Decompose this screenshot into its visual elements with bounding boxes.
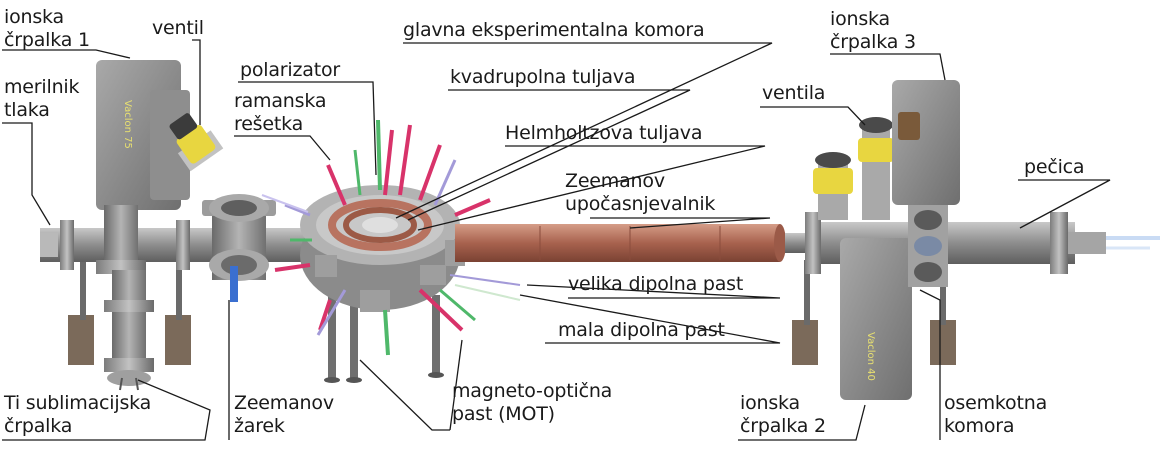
label-zeemanov-zarek-line1: Zeemanov bbox=[234, 392, 334, 415]
label-ionska-crpalka-1-line1: ionska bbox=[4, 6, 90, 29]
label-ionska-crpalka-3: ionska črpalka 3 bbox=[830, 8, 916, 54]
label-ionska-crpalka-3-line1: ionska bbox=[830, 8, 916, 31]
label-osemkotna-komora: osemkotna komora bbox=[944, 392, 1047, 438]
oven-flange bbox=[1050, 212, 1068, 274]
label-ventila: ventila bbox=[762, 82, 825, 105]
label-ionska-crpalka-1-line2: črpalka 1 bbox=[4, 29, 90, 52]
label-merilnik-tlaka-line2: tlaka bbox=[4, 99, 79, 122]
label-ionska-crpalka-2-line2: črpalka 2 bbox=[740, 415, 826, 438]
label-ramanska-resetka-line1: ramanska bbox=[234, 90, 326, 113]
label-zeeman-slower: Zeemanov upočasnjevalnik bbox=[565, 170, 715, 216]
left-leg-1 bbox=[68, 315, 94, 365]
label-ti-sublimacijska-line2: črpalka bbox=[4, 415, 151, 438]
right-valve-2 bbox=[858, 117, 894, 220]
pump-2-brand: Vaclon 40 bbox=[865, 332, 876, 381]
zeeman-slower-tube bbox=[455, 224, 780, 262]
label-zeeman-slower-line1: Zeemanov bbox=[565, 170, 715, 193]
label-mot-line2: past (MOT) bbox=[452, 403, 612, 426]
label-mot-line1: magneto-optična bbox=[452, 380, 612, 403]
left-main-pipe bbox=[40, 228, 310, 262]
label-ti-sublimacijska-line1: Ti sublimacijska bbox=[4, 392, 151, 415]
oven bbox=[1068, 232, 1106, 254]
label-mot: magneto-optična past (MOT) bbox=[452, 380, 612, 426]
label-ionska-crpalka-1: ionska črpalka 1 bbox=[4, 6, 90, 52]
zeeman-slower bbox=[455, 224, 805, 262]
right-valve-1 bbox=[813, 152, 853, 220]
label-osemkotna-komora-line1: osemkotna bbox=[944, 392, 1047, 415]
label-ti-sublimacijska: Ti sublimacijska črpalka bbox=[4, 392, 151, 438]
label-velika-dipolna-past: velika dipolna past bbox=[568, 273, 743, 296]
label-ramanska-resetka: ramanska rešetka bbox=[234, 90, 326, 136]
label-zeemanov-zarek-line2: žarek bbox=[234, 415, 334, 438]
label-glavna-komora: glavna eksperimentalna komora bbox=[403, 19, 704, 42]
label-ventil: ventil bbox=[152, 17, 204, 40]
label-ramanska-resetka-line2: rešetka bbox=[234, 113, 326, 136]
right-section: Vaclon 40 bbox=[792, 80, 1160, 400]
label-kvadrupolna-tuljava: kvadrupolna tuljava bbox=[450, 66, 635, 89]
label-zeeman-slower-line2: upočasnjevalnik bbox=[565, 193, 715, 216]
label-mala-dipolna-past: mala dipolna past bbox=[558, 319, 725, 342]
ion-pump-3-body bbox=[892, 80, 960, 205]
label-helmholtzova-tuljava: Helmholtzova tuljava bbox=[505, 122, 702, 145]
left-leg-2 bbox=[165, 315, 191, 365]
label-merilnik-tlaka-line1: merilnik bbox=[4, 76, 79, 99]
ti-sublimation-pump bbox=[112, 270, 146, 370]
label-zeemanov-zarek: Zeemanov žarek bbox=[234, 392, 334, 438]
pressure-gauge-body bbox=[40, 233, 58, 257]
label-osemkotna-komora-line2: komora bbox=[944, 415, 1047, 438]
pump-1-brand: Vaclon 75 bbox=[122, 100, 133, 149]
zeeman-beam-blue bbox=[230, 266, 238, 302]
label-ionska-crpalka-2-line1: ionska bbox=[740, 392, 826, 415]
label-ionska-crpalka-3-line2: črpalka 3 bbox=[830, 31, 916, 54]
label-merilnik-tlaka: merilnik tlaka bbox=[4, 76, 79, 122]
label-pecica: pečica bbox=[1024, 156, 1084, 179]
label-ionska-crpalka-2: ionska črpalka 2 bbox=[740, 392, 826, 438]
label-polarizator: polarizator bbox=[240, 59, 340, 82]
